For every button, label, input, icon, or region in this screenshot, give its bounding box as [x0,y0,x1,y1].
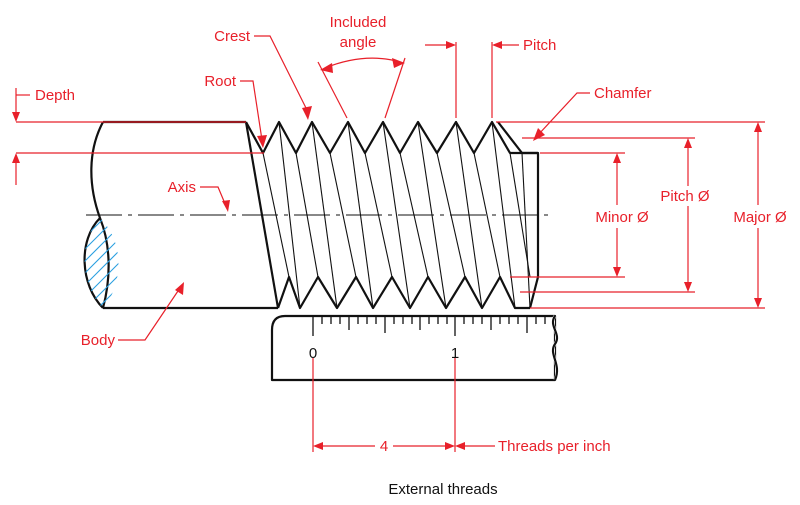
label-major-diameter: Major Ø [733,209,787,226]
label-included-angle-1: Included [330,14,387,31]
label-root: Root [204,73,237,90]
label-count: 4 [380,438,388,455]
label-crest: Crest [214,28,251,45]
label-pitch: Pitch [523,37,556,54]
figure-caption: External threads [388,481,497,498]
scale-ruler: 0 1 [270,314,559,382]
label-axis: Axis [168,179,196,196]
label-body: Body [81,332,116,349]
label-included-angle-2: angle [340,34,377,51]
annotations [12,35,765,452]
shaft-body [83,120,280,310]
label-pitch-diameter: Pitch Ø [660,188,710,205]
label-chamfer: Chamfer [594,85,652,102]
label-threads-per-inch: Threads per inch [498,438,611,455]
label-minor-diameter: Minor Ø [595,209,649,226]
section-hatch [84,218,119,308]
label-depth: Depth [35,87,75,104]
scale-label-zero: 0 [309,345,317,362]
scale-label-one: 1 [451,345,459,362]
